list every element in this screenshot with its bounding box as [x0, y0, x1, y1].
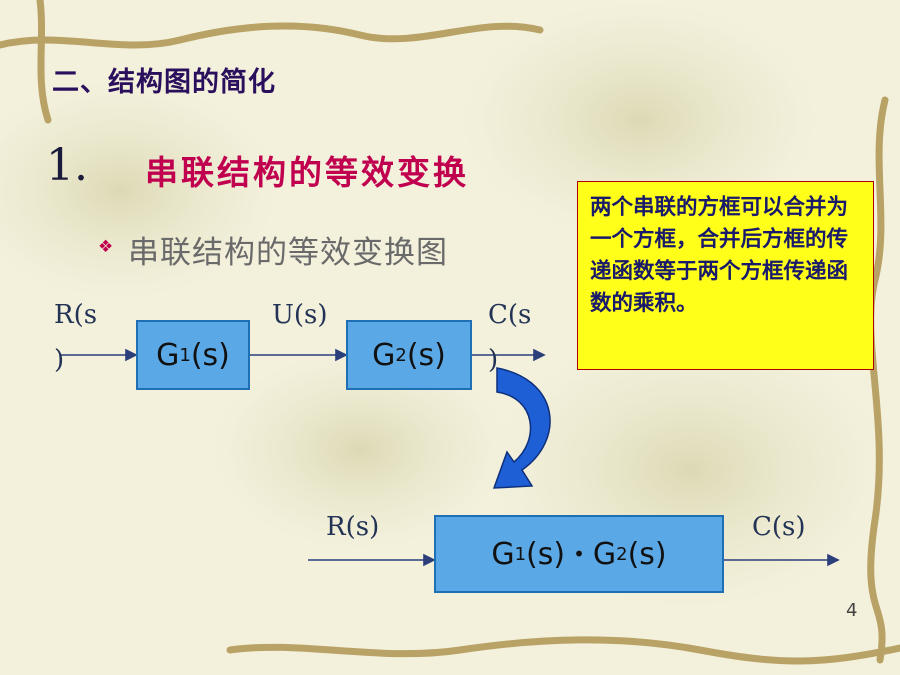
bullet-diamond-icon: ❖	[98, 237, 114, 257]
explanation-note: 两个串联的方框可以合并为一个方框，合并后方框的传递函数等于两个方框传递函数的乘积…	[577, 181, 874, 370]
input-label-bottom: R(s)	[326, 512, 380, 542]
item-number: 1.	[46, 140, 88, 191]
output-label-top-cont: )	[488, 345, 499, 375]
output-label-top: C(s	[488, 300, 532, 330]
item-title: 串联结构的等效变换	[145, 153, 469, 192]
bullet-text: 串联结构的等效变换图	[128, 235, 448, 271]
middle-signal-label: U(s)	[272, 300, 328, 330]
input-label-top: R(s	[54, 300, 98, 330]
output-label-bottom: C(s)	[752, 512, 806, 542]
input-label-top-cont: )	[54, 345, 65, 375]
multiply-dot: •	[573, 542, 585, 566]
section-heading: 二、结构图的简化	[52, 67, 276, 98]
transform-arrow-icon	[492, 367, 551, 489]
page-number: 4	[846, 600, 858, 621]
